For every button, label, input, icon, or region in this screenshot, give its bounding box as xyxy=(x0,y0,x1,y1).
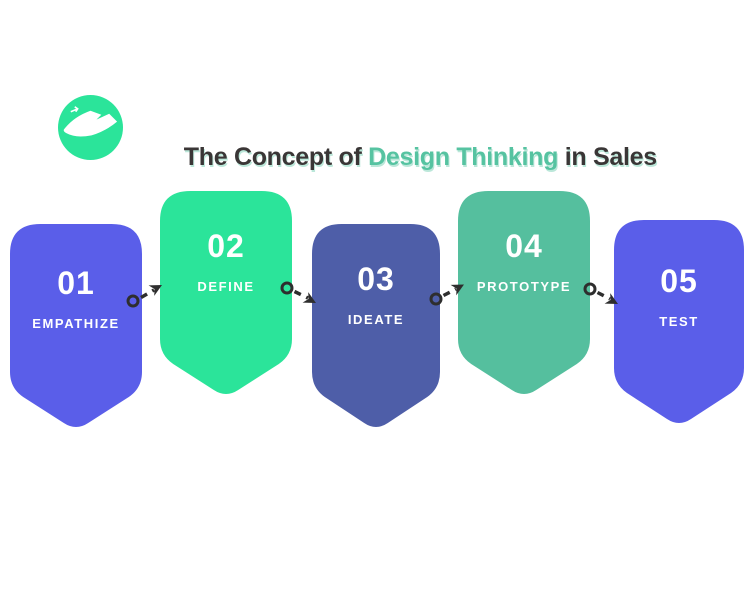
title-part-prefix: The Concept of xyxy=(183,143,369,171)
step-number: 03 xyxy=(357,261,395,297)
step-shape xyxy=(160,191,292,394)
step-card-empathize: 01 EMPATHIZE xyxy=(10,224,142,430)
page-title: The Concept of Design Thinking in Sales xyxy=(60,112,754,202)
logo-small-arrow-icon xyxy=(70,106,79,113)
step-label: IDEATE xyxy=(347,312,405,327)
step-label: PROTOTYPE xyxy=(476,279,572,294)
step-card-ideate: 03 IDEATE xyxy=(312,224,440,430)
step-number: 04 xyxy=(505,228,543,264)
title-part-suffix: in Sales xyxy=(558,143,657,171)
step-label: DEFINE xyxy=(197,279,255,294)
step-number: 05 xyxy=(660,263,698,299)
step-card-prototype: 04 PROTOTYPE xyxy=(458,191,590,397)
title-part-highlight: Design Thinking xyxy=(368,143,559,171)
step-label: TEST xyxy=(659,314,699,329)
step-shape xyxy=(614,220,744,423)
step-number: 01 xyxy=(57,265,95,301)
step-shape xyxy=(458,191,590,394)
step-card-test: 05 TEST xyxy=(614,220,744,426)
step-number: 02 xyxy=(207,228,245,264)
step-shape xyxy=(312,224,440,427)
step-shape xyxy=(10,224,142,427)
step-card-define: 02 DEFINE xyxy=(160,191,292,397)
logo-crack-arrow-icon xyxy=(102,120,109,131)
paper-plane-logo-icon xyxy=(58,95,123,160)
step-label: EMPATHIZE xyxy=(32,316,120,331)
